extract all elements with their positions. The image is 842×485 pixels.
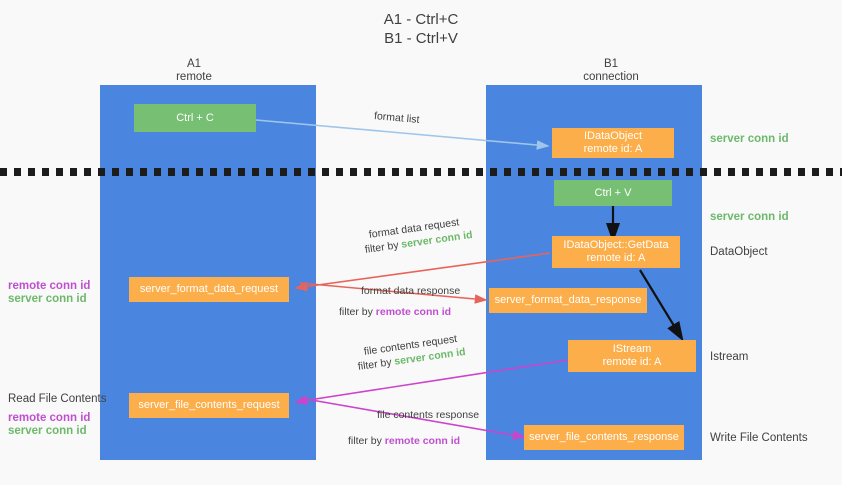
page-title-line-2: B1 - Ctrl+V [384, 30, 458, 47]
wire-file-contents-response [299, 397, 526, 440]
left-label-server-conn-id-1: server conn id [8, 293, 87, 305]
node-idataobject-getdata[interactable]: IDataObject::GetData remote id: A [552, 236, 680, 268]
node-istream-line-2: remote id: A [602, 356, 662, 368]
node-ctrl-v[interactable]: Ctrl + V [554, 180, 672, 206]
node-server-format-data-request[interactable]: server_format_data_request [129, 277, 289, 302]
phase-divider [0, 168, 842, 176]
node-getdata-line-1: IDataObject::GetData [563, 239, 669, 251]
node-idataobject-line-2: remote id: A [583, 143, 643, 155]
column-header-b1: B1 connection [540, 58, 682, 84]
right-label-write-file-contents: Write File Contents [710, 432, 808, 444]
node-server-format-data-request-label: server_format_data_request [139, 283, 279, 295]
annotation-filter-key-2: remote conn id [375, 306, 452, 318]
annotation-filter-key-4: remote conn id [384, 435, 461, 447]
node-ctrl-c[interactable]: Ctrl + C [134, 104, 256, 132]
annotation-file-contents-response: file contents response [377, 409, 480, 421]
column-header-b1-sub: connection [583, 71, 639, 83]
column-header-a1: A1 remote [128, 58, 260, 84]
right-label-server-conn-id-1: server conn id [710, 133, 789, 145]
left-label-remote-conn-id-2: remote conn id [8, 412, 91, 424]
node-server-file-contents-request[interactable]: server_file_contents_request [129, 393, 289, 418]
annotation-format-data-response: format data response [361, 285, 461, 297]
node-server-format-data-response[interactable]: server_format_data_response [489, 288, 647, 313]
node-istream-line-1: IStream [612, 343, 652, 355]
left-label-read-file-contents: Read File Contents [8, 393, 107, 405]
wire-format-data-response [299, 282, 488, 304]
wire-file-contents-request [294, 359, 569, 406]
annotation-filter-prefix-2: filter by [339, 306, 376, 318]
page-title-line-1: A1 - Ctrl+C [383, 11, 459, 28]
wire-format-data-request [294, 252, 551, 292]
node-server-file-contents-request-label: server_file_contents_request [138, 399, 280, 411]
node-server-file-contents-response-label: server_file_contents_response [529, 431, 679, 443]
node-idataobject[interactable]: IDataObject remote id: A [552, 128, 674, 158]
node-server-format-data-response-label: server_format_data_response [494, 294, 642, 306]
right-label-istream: Istream [710, 351, 749, 363]
right-label-server-conn-id-2: server conn id [710, 211, 789, 223]
node-server-file-contents-response[interactable]: server_file_contents_response [524, 425, 684, 450]
page-title: A1 - Ctrl+C B1 - Ctrl+V [0, 10, 842, 48]
annotation-file-contents-response-filter: filter by remote conn id [348, 434, 460, 448]
node-ctrl-v-label: Ctrl + V [594, 186, 632, 199]
column-header-a1-name: A1 [186, 58, 202, 70]
node-ctrl-c-label: Ctrl + C [176, 111, 214, 124]
right-label-dataobject: DataObject [710, 246, 768, 258]
left-label-server-conn-id-2: server conn id [8, 425, 87, 437]
left-label-remote-conn-id-1: remote conn id [8, 280, 91, 292]
node-getdata-line-2: remote id: A [586, 252, 646, 264]
annotation-filter-prefix-4: filter by [348, 435, 385, 447]
column-header-a1-sub: remote [176, 71, 212, 83]
wire-getdata-to-istream [639, 269, 684, 342]
column-header-b1-name: B1 [603, 58, 619, 70]
annotation-format-data-response-filter: filter by remote conn id [339, 305, 451, 319]
wire-format-list [255, 119, 550, 150]
node-istream[interactable]: IStream remote id: A [568, 340, 696, 372]
node-idataobject-line-1: IDataObject [583, 130, 643, 142]
